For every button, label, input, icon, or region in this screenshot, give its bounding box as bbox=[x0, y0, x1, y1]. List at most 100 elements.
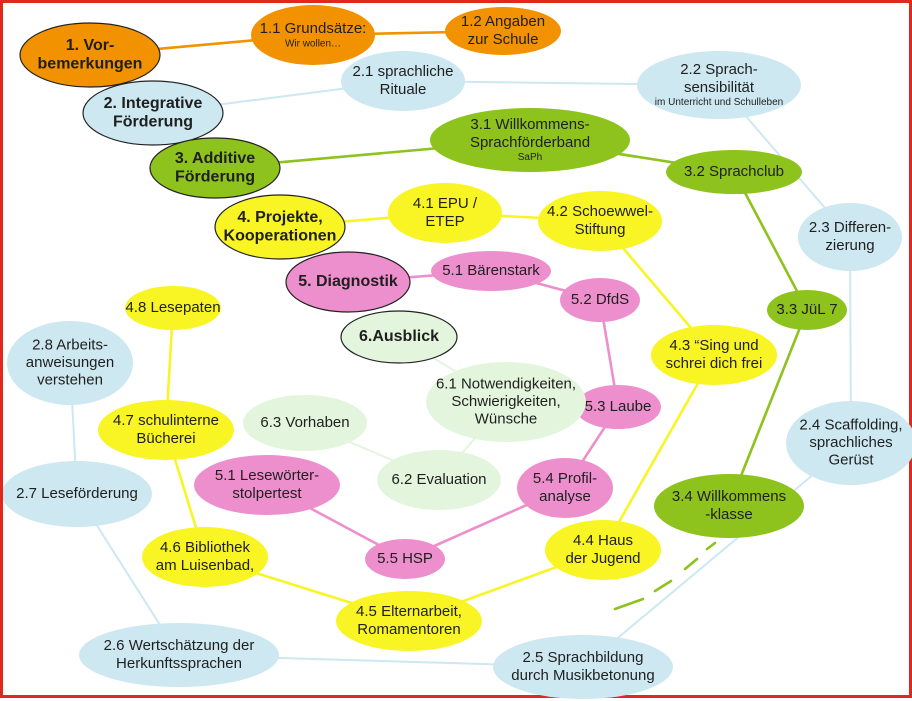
node-label: 3.1 Willkommens- bbox=[470, 116, 589, 133]
node-label: zur Schule bbox=[468, 31, 539, 48]
node-bubble bbox=[125, 286, 221, 330]
node-bubble bbox=[340, 310, 458, 364]
node-label: 2.7 Leseförderung bbox=[16, 485, 138, 502]
node-bubble bbox=[767, 290, 847, 330]
node-label: 4.8 Lesepaten bbox=[125, 299, 220, 316]
node-label: 5.2 DfdS bbox=[571, 291, 629, 308]
node-bubble bbox=[431, 251, 551, 291]
node-label: Herkunftssprachen bbox=[116, 655, 242, 672]
node-bubble bbox=[194, 455, 340, 515]
node-label: durch Musikbetonung bbox=[511, 667, 654, 684]
node-label: 4.6 Bibliothek bbox=[160, 539, 251, 556]
node-bubble bbox=[445, 7, 561, 55]
node-bubble bbox=[666, 150, 802, 194]
node-label: 2.6 Wertschätzung der bbox=[104, 637, 255, 654]
node-bubble bbox=[79, 623, 279, 687]
node-bubble bbox=[426, 362, 586, 442]
node-bubble bbox=[7, 321, 133, 405]
node-label: 3.2 Sprachclub bbox=[684, 163, 784, 180]
node-bubble bbox=[538, 191, 662, 251]
node-n4-1: 4.1 EPU /ETEP bbox=[388, 183, 502, 243]
node-bubble bbox=[493, 635, 673, 699]
node-label: Bücherei bbox=[136, 430, 195, 447]
node-bubble bbox=[654, 474, 804, 538]
node-bubble bbox=[651, 325, 777, 385]
node-bubble bbox=[336, 591, 482, 651]
node-label: 6.2 Evaluation bbox=[391, 471, 486, 488]
node-bubble bbox=[149, 137, 281, 199]
node-label: 3.3 JüL 7 bbox=[776, 301, 837, 318]
node-bubble bbox=[575, 385, 661, 429]
node-label: zierung bbox=[825, 237, 874, 254]
node-n4-2: 4.2 Schoewwel-Stiftung bbox=[538, 191, 662, 251]
node-label: 2.1 sprachliche bbox=[353, 63, 454, 80]
node-bubble bbox=[377, 450, 501, 510]
node-n2-3: 2.3 Differen-zierung bbox=[798, 203, 902, 271]
node-label: 2.2 Sprach- bbox=[680, 61, 758, 78]
node-label: am Luisenbad, bbox=[156, 557, 254, 574]
node-n6-2: 6.2 Evaluation bbox=[377, 450, 501, 510]
node-label: 6.Ausblick bbox=[359, 328, 439, 345]
node-bubble bbox=[82, 80, 224, 146]
node-label: Wünsche bbox=[475, 411, 538, 428]
node-label: Stiftung bbox=[575, 221, 626, 238]
node-n5-4: 5.4 Profil-analyse bbox=[517, 458, 613, 518]
node-sublabel: Wir wollen… bbox=[285, 38, 341, 49]
node-bubble bbox=[365, 539, 445, 579]
dashed-continuation-line bbox=[613, 541, 717, 611]
node-label: 6.3 Vorhaben bbox=[260, 414, 349, 431]
node-label: 1.2 Angaben bbox=[461, 13, 545, 30]
node-sublabel: SaPh bbox=[518, 152, 542, 163]
node-label: ETEP bbox=[425, 213, 464, 230]
node-n2-7: 2.7 Leseförderung bbox=[3, 461, 152, 527]
node-bubble bbox=[251, 5, 375, 65]
node-n5-1b: 5.1 Lesewörter-stolpertest bbox=[194, 455, 340, 515]
node-label: 4.5 Elternarbeit, bbox=[356, 603, 462, 620]
node-label: 5.1 Bärenstark bbox=[442, 262, 540, 279]
node-label: der Jugend bbox=[565, 550, 640, 567]
node-label: 6.1 Notwendigkeiten, bbox=[436, 375, 576, 392]
node-label: 5.1 Lesewörter- bbox=[215, 467, 319, 484]
node-label: 2. Integrative bbox=[104, 95, 203, 112]
node-label: sensibilität bbox=[684, 79, 755, 96]
node-label: analyse bbox=[539, 488, 591, 505]
node-n6: 6.Ausblick bbox=[340, 310, 458, 364]
node-label: Sprachförderband bbox=[470, 134, 590, 151]
node-n6-3: 6.3 Vorhaben bbox=[243, 395, 367, 451]
node-n5: 5. Diagnostik bbox=[285, 251, 411, 313]
node-bubble bbox=[430, 108, 630, 172]
connector-n4_3-n4_4 bbox=[601, 353, 716, 552]
node-label: 3. Additive bbox=[175, 150, 255, 167]
node-bubble bbox=[637, 51, 801, 119]
node-n4-8: 4.8 Lesepaten bbox=[125, 286, 221, 330]
node-bubble bbox=[341, 51, 465, 111]
node-bubble bbox=[19, 22, 161, 88]
connector-n3_3-n3_4 bbox=[727, 308, 809, 508]
node-label: Förderung bbox=[113, 114, 193, 131]
node-label: 5.4 Profil- bbox=[533, 470, 597, 487]
node-label: 4.1 EPU / bbox=[413, 195, 478, 212]
node-label: Kooperationen bbox=[224, 228, 337, 245]
node-label: anweisungen bbox=[26, 354, 114, 371]
node-label: verstehen bbox=[37, 372, 103, 389]
node-label: Schwierigkeiten, bbox=[451, 393, 560, 410]
node-label: 4.4 Haus bbox=[573, 532, 633, 549]
node-bubble bbox=[3, 461, 152, 527]
node-bubble bbox=[545, 520, 661, 580]
node-label: bemerkungen bbox=[38, 56, 143, 73]
node-bubble bbox=[243, 395, 367, 451]
node-label: -klasse bbox=[705, 506, 753, 523]
node-label: 2.4 Scaffolding, bbox=[799, 416, 902, 433]
node-bubble bbox=[214, 194, 346, 260]
node-label: 5.3 Laube bbox=[585, 398, 652, 415]
node-bubble bbox=[98, 400, 234, 460]
